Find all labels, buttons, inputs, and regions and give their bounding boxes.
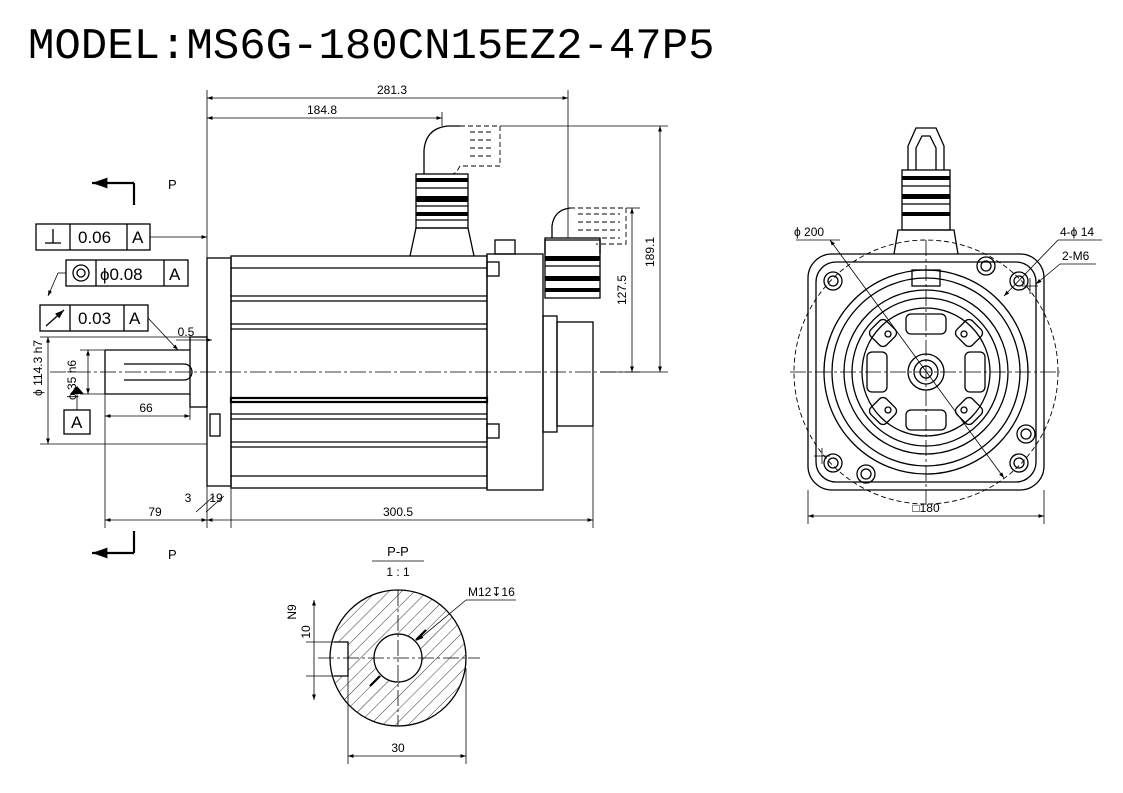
front-view: ϕ 200 4-ϕ 14 2-M6 □180 xyxy=(790,127,1102,524)
dim-pilot: ϕ 114.3 h7 xyxy=(31,340,45,396)
shaft-key xyxy=(124,363,193,381)
tol-perp-value: 0.06 xyxy=(78,228,111,247)
pilot xyxy=(189,336,208,408)
flange-bolt xyxy=(209,413,221,437)
rear-plug xyxy=(494,239,516,255)
dim-holes: 4-ϕ 14 xyxy=(1060,225,1094,239)
dim-10: 10 xyxy=(299,625,313,639)
dim-66: 66 xyxy=(139,401,153,415)
dim-189-1: 189.1 xyxy=(643,237,657,267)
dim-300-5: 300.5 xyxy=(383,505,413,519)
tol-concentricity: ϕ0.08 A xyxy=(47,259,189,297)
tol-conc-value: ϕ0.08 xyxy=(100,265,143,284)
section-mark-bottom: P xyxy=(168,547,177,562)
power-connector xyxy=(409,125,501,257)
datum-label: A xyxy=(71,413,83,432)
rear-step xyxy=(542,315,558,433)
shaft xyxy=(104,349,190,395)
tol-perp-datum: A xyxy=(132,228,144,247)
dim-square: □180 xyxy=(912,501,940,515)
body-bolt-top xyxy=(486,261,500,277)
pcd-circle xyxy=(793,239,1059,505)
dim-threads: 2-M6 xyxy=(1062,249,1090,263)
keyway xyxy=(334,641,349,677)
dim-3: 3 xyxy=(185,491,192,505)
dim-79: 79 xyxy=(148,505,162,519)
model-title: MODEL:MS6G-180CN15EZ2-47P5 xyxy=(28,22,715,72)
side-view: 281.3 184.8 189.1 127.5 79 300.5 3 19 66 xyxy=(31,83,668,562)
tol-perpendicularity: 0.06 A xyxy=(35,223,207,251)
tol-runout-value: 0.03 xyxy=(78,309,111,328)
body-bolt-bottom xyxy=(486,423,500,439)
dim-184-8: 184.8 xyxy=(307,103,337,117)
encoder-cover xyxy=(556,321,594,427)
section-scale: 1 : 1 xyxy=(386,565,410,579)
dim-thread: M12↧16 xyxy=(468,585,515,599)
dim-0-5: 0.5 xyxy=(178,325,195,339)
dim-127-5: 127.5 xyxy=(615,275,629,305)
dim-19: 19 xyxy=(209,491,223,505)
dim-30: 30 xyxy=(391,741,405,755)
tol-runout: 0.03 A xyxy=(39,304,179,351)
section-mark-top: P xyxy=(168,177,177,192)
dim-n9: N9 xyxy=(285,604,299,620)
tol-conc-datum: A xyxy=(169,265,181,284)
section-view: P-P 1 : 1 M12↧16 N9 10 30 xyxy=(285,544,516,764)
datum-a: A xyxy=(63,386,91,435)
dim-pcd: ϕ 200 xyxy=(794,225,824,239)
body-fins xyxy=(229,267,489,477)
section-title: P-P xyxy=(387,544,409,559)
tol-runout-datum: A xyxy=(129,309,141,328)
dim-281-3: 281.3 xyxy=(377,83,407,97)
encoder-connector xyxy=(544,207,627,299)
